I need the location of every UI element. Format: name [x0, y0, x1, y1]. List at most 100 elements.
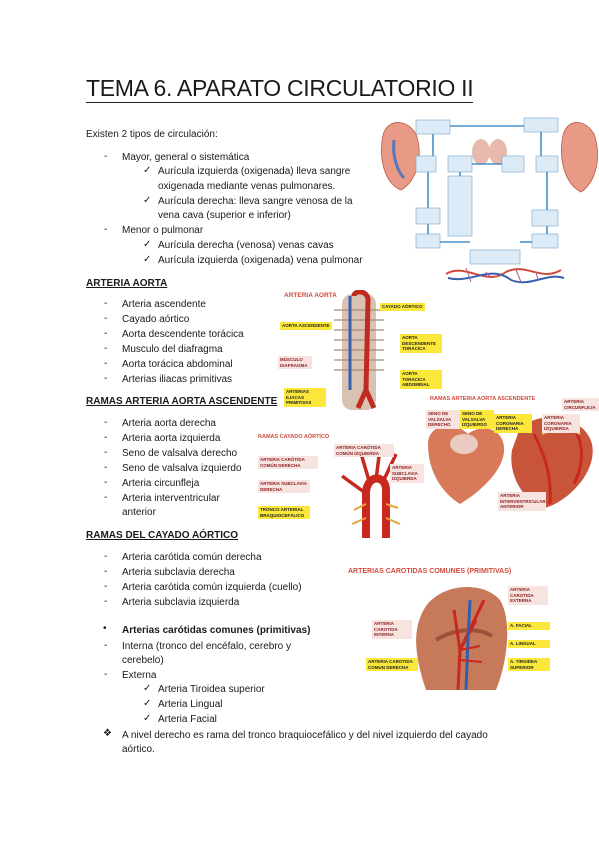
figure-label: ARTERIA CAROTIDA COMUN DERECHA — [366, 658, 418, 671]
figure-label: SENO DE VALSALVA DERECHO — [426, 410, 460, 429]
section-heading-ramas-ascendente: RAMAS ARTERIA AORTA ASCENDENTE — [86, 396, 278, 407]
section-heading-aorta: ARTERIA AORTA — [86, 278, 168, 289]
carotida-interna: Interna (tronco del encéfalo, cerebro y — [122, 641, 291, 652]
dash-bullet: - — [104, 373, 108, 384]
externa-item: Arteria Lingual — [158, 699, 223, 710]
check-icon: ✓ — [143, 713, 152, 724]
dash-bullet: - — [104, 313, 108, 324]
dash-bullet: - — [104, 151, 108, 162]
figure-label: A. Lingual — [508, 640, 550, 648]
diamond-bullet-icon: ❖ — [103, 728, 112, 739]
carotidas-heading: Arterias carótidas comunes (primitivas) — [122, 625, 311, 636]
circulation-diagram-svg — [381, 117, 598, 284]
figure-label: AORTA TORÁCICA ABDOMINAL — [400, 370, 442, 389]
dash-bullet: - — [104, 447, 108, 458]
figure-label: ARTERIA INTERVENTRICULAR ANTERIOR — [498, 492, 546, 511]
ascendente-figure: RAMAS ARTERIA AORTA ASCENDENTE SENO DE V… — [424, 392, 599, 514]
list-item: Seno de valsalva izquierdo — [122, 463, 242, 474]
mayor-item: Aurícula derecha: lleva sangre venosa de… — [158, 196, 353, 207]
check-icon: ✓ — [143, 683, 152, 694]
carotidas-figure: ARTERIAS CAROTIDAS COMUNES (PRIMITIVAS) … — [344, 566, 576, 692]
figure-label: ARTERIA SUBCLAVIA DERECHA — [258, 480, 310, 493]
aorta-figure: ARTERIA AORTA CAYADO AÓRTICO AORTA ASCEN… — [276, 288, 446, 416]
circulation-diagram — [376, 112, 599, 292]
dash-bullet: - — [104, 669, 108, 680]
externa-item: Arteria Tiroidea superior — [158, 684, 265, 695]
intro-text: Existen 2 tipos de circulación: — [86, 129, 218, 140]
dash-bullet: - — [104, 462, 108, 473]
neck-illustration — [416, 587, 508, 691]
dash-bullet: - — [104, 417, 108, 428]
figure-label: ARTERIA CARÓTIDA COMÚN IZQUIERDA — [334, 444, 394, 457]
bullet-dot-icon: • — [103, 623, 107, 634]
figure-caption: ARTERIA AORTA — [284, 292, 337, 299]
circulation-menor: Menor o pulmonar — [122, 225, 204, 236]
list-item: Cayado aórtico — [122, 314, 190, 325]
figure-label: MÚSCULO DIAFRAGMA — [278, 356, 312, 369]
page-title: TEMA 6. APARATO CIRCULATORIO II — [86, 75, 474, 103]
mayor-item: oxigenada mediante venas pulmonares. — [158, 181, 336, 192]
cayado-figure: RAMAS CAYADO AÓRTICO ARTERIA CARÓTIDA CO… — [254, 430, 424, 538]
figure-label: ARTERIA CAROTIDA EXTERNA — [508, 586, 548, 605]
figure-label: ARTERIA CORONARIA DERECHA — [494, 414, 532, 433]
aorta-illustration — [334, 290, 384, 410]
list-item: Musculo del diafragma — [122, 344, 223, 355]
figure-caption: RAMAS ARTERIA AORTA ASCENDENTE — [430, 396, 536, 402]
dash-bullet: - — [104, 581, 108, 592]
figure-label: ARTERIAS ILÍACAS PRIMITIVAS — [284, 388, 326, 407]
list-item: Aorta torácica abdominal — [122, 359, 233, 370]
dash-bullet: - — [104, 298, 108, 309]
list-item: Arteria aorta izquierda — [122, 433, 221, 444]
list-item: Arteria carótida común derecha — [122, 552, 262, 563]
dash-bullet: - — [104, 640, 108, 651]
dash-bullet: - — [104, 566, 108, 577]
check-icon: ✓ — [143, 239, 152, 250]
figure-caption: RAMAS CAYADO AÓRTICO — [258, 434, 330, 440]
dash-bullet: - — [104, 477, 108, 488]
externa-item: Arteria Facial — [158, 714, 217, 725]
check-icon: ✓ — [143, 195, 152, 206]
list-item: Arteria ascendente — [122, 299, 206, 310]
list-item: Arteria circunfleja — [122, 478, 200, 489]
figure-label: ARTERIA CIRCUNFLEJA — [562, 398, 599, 411]
figure-label: CAYADO AÓRTICO — [380, 303, 425, 311]
figure-label: A. Tiroidea Superior — [508, 658, 550, 671]
figure-label: ARTERIA CAROTIDA INTERNA — [372, 620, 412, 639]
dash-bullet: - — [104, 432, 108, 443]
dash-bullet: - — [104, 596, 108, 607]
menor-item: Aurícula derecha (venosa) venas cavas — [158, 240, 334, 251]
check-icon: ✓ — [143, 698, 152, 709]
check-icon: ✓ — [143, 165, 152, 176]
dash-bullet: - — [104, 328, 108, 339]
list-item: Aorta descendente torácica — [122, 329, 244, 340]
note-line: aórtico. — [122, 744, 155, 755]
list-item: Arteria aorta derecha — [122, 418, 216, 429]
figure-label: ARTERIA CORONARIA IZQUIERDA — [542, 414, 580, 433]
figure-label: SENO DE VALSALVA IZQUIERDO — [460, 410, 494, 429]
figure-label: TRONCO ARTERIAL BRAQUIOCEFÁLICO — [258, 506, 310, 519]
figure-label: ARTERIA SUBCLAVIA IZQUIERDA — [390, 464, 424, 483]
check-icon: ✓ — [143, 254, 152, 265]
heart-illustration — [428, 417, 593, 508]
menor-item: Aurícula izquierda (oxigenada) vena pulm… — [158, 255, 363, 266]
mayor-item: Aurícula izquierda (oxigenada) lleva san… — [158, 166, 351, 177]
carotida-externa: Externa — [122, 670, 157, 681]
mayor-item: vena cava (superior e inferior) — [158, 210, 291, 221]
dash-bullet: - — [104, 358, 108, 369]
figure-caption: ARTERIAS CAROTIDAS COMUNES (PRIMITIVAS) — [348, 568, 512, 575]
figure-label: A. Facial — [508, 622, 550, 630]
carotida-interna-cont: cerebelo) — [122, 655, 164, 666]
list-item: Arteria interventricular — [122, 493, 220, 504]
figure-label: AORTA DESCENDENTE TORÁCICA — [400, 334, 442, 353]
dash-bullet: - — [104, 551, 108, 562]
list-item: Arteria subclavia derecha — [122, 567, 235, 578]
note-line: A nivel derecho es rama del tronco braqu… — [122, 730, 488, 741]
list-item: Seno de valsalva derecho — [122, 448, 238, 459]
list-item: Arteria subclavia izquierda — [122, 597, 240, 608]
list-item: Arterias iliacas primitivas — [122, 374, 233, 385]
cayado-illustration — [340, 447, 401, 538]
list-item: anterior — [122, 507, 156, 518]
section-heading-ramas-cayado: RAMAS DEL CAYADO AÓRTICO — [86, 530, 239, 541]
list-item: Arteria carótida común izquierda (cuello… — [122, 582, 302, 593]
dash-bullet: - — [104, 492, 108, 503]
